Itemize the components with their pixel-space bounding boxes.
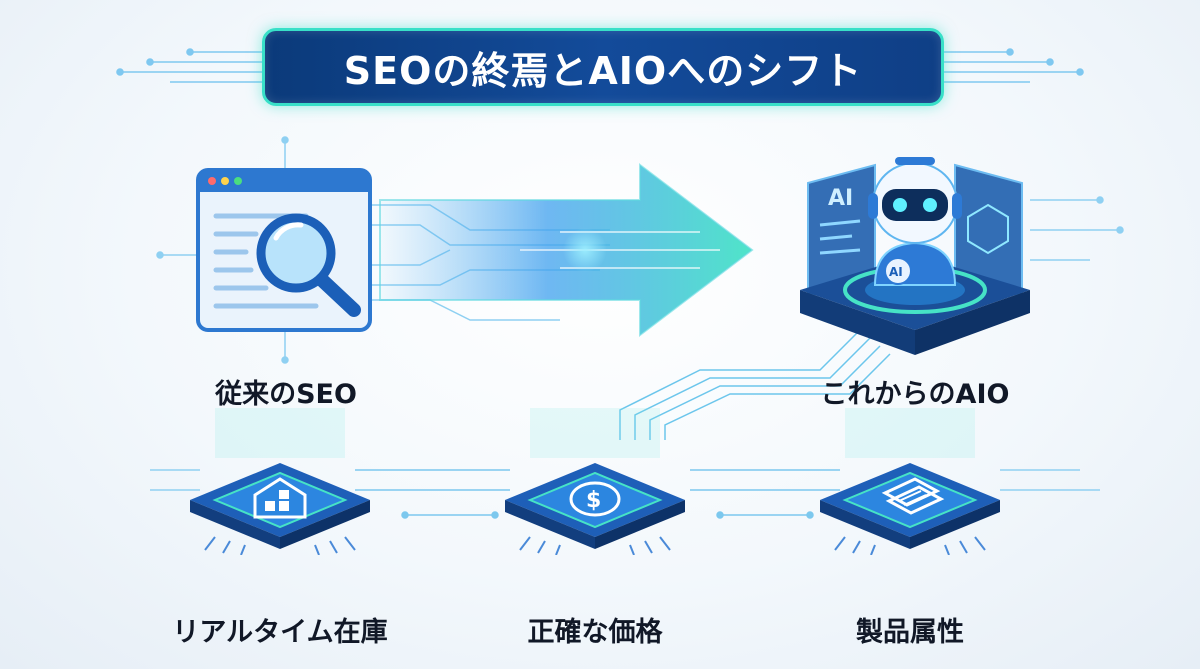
page-title: SEOの終焉とAIOへのシフト — [343, 48, 863, 93]
right-circuit-lines — [150, 196, 1124, 491]
chip-graphic — [820, 463, 1000, 555]
svg-text:$: $ — [586, 488, 601, 513]
title-banner: SEOの終焉とAIOへのシフト — [262, 28, 944, 106]
traditional-seo-label: 従来のSEO — [215, 379, 357, 410]
aio-label: これからのAIO — [820, 379, 1010, 410]
document-icon — [881, 477, 945, 515]
chip-product-attributes — [805, 445, 1015, 555]
browser-search-icon — [196, 168, 372, 332]
robot-badge-text: AI — [889, 265, 903, 279]
chip-connector-lines — [355, 469, 840, 519]
traditional-seo-node — [196, 168, 376, 333]
chip-realtime-inventory — [175, 445, 385, 555]
chip-beams — [215, 408, 975, 458]
chip-label-inventory: リアルタイム在庫 — [172, 617, 388, 648]
screen-ai-text: AI — [828, 186, 853, 211]
chip-accurate-price: $ — [490, 445, 700, 555]
chip-graphic — [190, 463, 370, 555]
title-circuit-lines — [116, 48, 1084, 83]
chip-label-attributes: 製品属性 — [856, 617, 964, 648]
ai-link-lines — [619, 329, 891, 440]
aio-node: AI AI — [790, 135, 1040, 360]
chip-label-price: 正確な価格 — [527, 617, 663, 648]
dollar-icon: $ — [569, 481, 621, 517]
ai-robot-icon: AI AI — [800, 157, 1030, 355]
chip-graphic — [505, 463, 685, 555]
warehouse-icon — [253, 477, 307, 519]
